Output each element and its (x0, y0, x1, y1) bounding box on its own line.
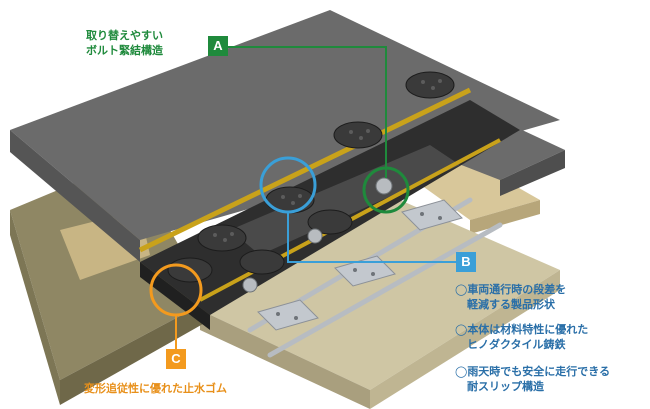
feature-bullet-icon: ◯ (455, 323, 468, 336)
feature-bullet-icon: ◯ (455, 283, 468, 296)
callout-c-badge: C (166, 349, 186, 369)
callout-a-line-1: 取り替えやすい (86, 29, 163, 42)
callout-b-badge: B (456, 252, 476, 272)
bolt-heads (242, 177, 393, 293)
feature-line: 耐スリップ構造 (467, 380, 544, 393)
left-base-side (10, 210, 60, 405)
concrete-base-side (370, 270, 560, 409)
feature-line: 軽減する製品形状 (467, 298, 555, 311)
feature-line: 雨天時でも安全に走行できる (467, 365, 611, 378)
feature-line: 本体は材料特性に優れた (467, 323, 589, 336)
anchor-plate-holes (276, 212, 442, 320)
callout-a-badge: A (208, 36, 228, 56)
callout-a-label: 取り替えやすい ボルト緊結構造 (86, 28, 163, 58)
right-sand-front (470, 200, 540, 234)
callout-b-line (287, 212, 456, 263)
callout-b-circle (259, 156, 317, 214)
callout-c-label: 変形追従性に優れた止水ゴム (84, 382, 227, 395)
concrete-base-front (200, 310, 370, 409)
joint-body-face (140, 262, 210, 330)
yellow-seal-edge-upper (138, 87, 472, 253)
finger-plates (167, 71, 455, 283)
anchor-plates (257, 199, 463, 331)
callout-a-circle (362, 166, 410, 214)
asphalt-front (10, 130, 140, 262)
callout-c-circle (149, 263, 203, 317)
asphalt-right-front (500, 150, 565, 196)
feature-item: ◯本体は材料特性に優れた ヒノダクタイル鋳鉄 (455, 322, 588, 352)
feature-item: ◯雨天時でも安全に走行できる 耐スリップ構造 (455, 364, 610, 394)
callout-a-line (228, 46, 387, 178)
feature-item: ◯車両通行時の段差を 軽減する製品形状 (455, 282, 566, 312)
left-base-front (60, 300, 210, 405)
feature-line: 車両通行時の段差を (467, 283, 567, 296)
feature-bullet-icon: ◯ (455, 365, 468, 378)
asphalt-top (10, 10, 560, 240)
callout-a-line-2: ボルト緊結構造 (86, 44, 163, 57)
plate-studs (213, 79, 442, 242)
feature-line: ヒノダクタイル鋳鉄 (467, 338, 566, 351)
